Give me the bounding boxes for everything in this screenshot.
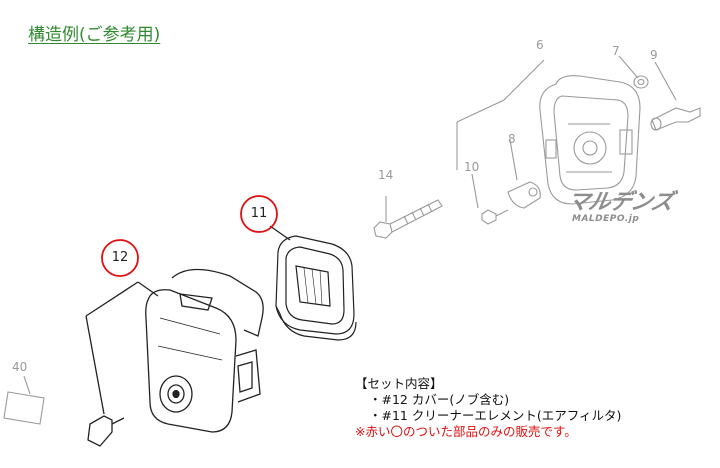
leader-8 — [509, 139, 518, 181]
bolt-14-thread — [403, 203, 433, 225]
screw-10-shank — [495, 209, 509, 217]
part-number-7: 7 — [612, 44, 620, 58]
plate-8 — [507, 181, 541, 209]
knob-stem — [111, 417, 125, 425]
callout-11: 11 — [250, 206, 268, 221]
leader-10 — [471, 173, 479, 209]
page-title: 構造例(ご参考用) — [28, 25, 161, 45]
nut-7 — [633, 75, 649, 89]
housing-6-inner — [553, 95, 629, 191]
element-11-outer — [275, 235, 355, 335]
cover-12-ribs — [157, 317, 223, 361]
nut-7-hole — [637, 78, 645, 86]
element-11-frame — [285, 246, 345, 325]
highlight-circle-12 — [101, 239, 139, 277]
set-contents: 【セット内容】 ・#12 カバー(ノブ含む) ・#11 クリーナーエレメント(エ… — [355, 376, 621, 440]
cover-12-knob-boss — [159, 375, 193, 413]
part-number-8: 8 — [508, 132, 516, 146]
housing-6-ribs — [566, 123, 612, 173]
faded-assembly — [373, 55, 701, 239]
cover-12-back — [171, 268, 264, 337]
set-item-cover: ・#12 カバー(ノブ含む) — [369, 392, 510, 407]
housing-6 — [539, 75, 641, 205]
watermark-logo: マルデンズ MALDEPO.jp — [565, 184, 675, 224]
housing-6-boss — [619, 129, 633, 155]
part-number-9: 9 — [650, 48, 658, 62]
cover-12-drawing — [85, 225, 291, 447]
label-40-drawing — [3, 375, 45, 425]
cover-12-front — [145, 289, 237, 433]
leader-6 — [456, 59, 545, 123]
watermark-main: マルデンズ — [565, 190, 675, 215]
bolt-14-head — [373, 221, 393, 239]
lever-9 — [651, 107, 701, 131]
label-40-plate — [3, 391, 45, 425]
set-heading: 【セット内容】 — [355, 376, 443, 391]
cover-12-knob-center — [172, 389, 180, 399]
lever-9-pivot — [650, 117, 662, 131]
cover-12-side — [235, 349, 261, 403]
part-number-14: 14 — [378, 168, 394, 182]
cover-12-knob-hole — [167, 384, 185, 404]
housing-6-port — [573, 131, 607, 165]
set-item-element: ・#11 クリーナーエレメント(エアフィルタ) — [369, 408, 622, 423]
cover-12-tab — [179, 293, 213, 311]
set-note: ※赤い〇のついた部品のみの販売です。 — [355, 424, 577, 439]
knob-drawing — [87, 415, 113, 447]
screw-10-head — [481, 209, 497, 225]
watermark-sub: MALDEPO.jp — [572, 214, 640, 224]
leader-11 — [269, 225, 291, 241]
part-number-6: 6 — [536, 38, 544, 52]
bolt-14-shank — [389, 199, 443, 233]
housing-6-port-inner — [582, 140, 598, 156]
element-11-mesh — [295, 265, 331, 307]
highlight-circle-11 — [240, 195, 278, 233]
leader-12-knob-drop — [85, 315, 105, 415]
part-number-40: 40 — [12, 360, 28, 374]
leader-7 — [618, 55, 639, 79]
part-number-10: 10 — [464, 160, 480, 174]
element-11-drawing — [275, 235, 357, 341]
element-11-depth — [275, 305, 357, 341]
callout-12: 12 — [111, 250, 129, 265]
leader-40 — [23, 375, 31, 395]
plate-8-hole — [528, 187, 538, 197]
element-11-pleats — [295, 265, 331, 307]
housing-6-tab — [545, 139, 557, 159]
leader-12-knob — [85, 281, 139, 317]
cover-12-label — [237, 361, 253, 393]
leader-12-cover — [137, 281, 159, 297]
leader-9 — [654, 61, 677, 101]
